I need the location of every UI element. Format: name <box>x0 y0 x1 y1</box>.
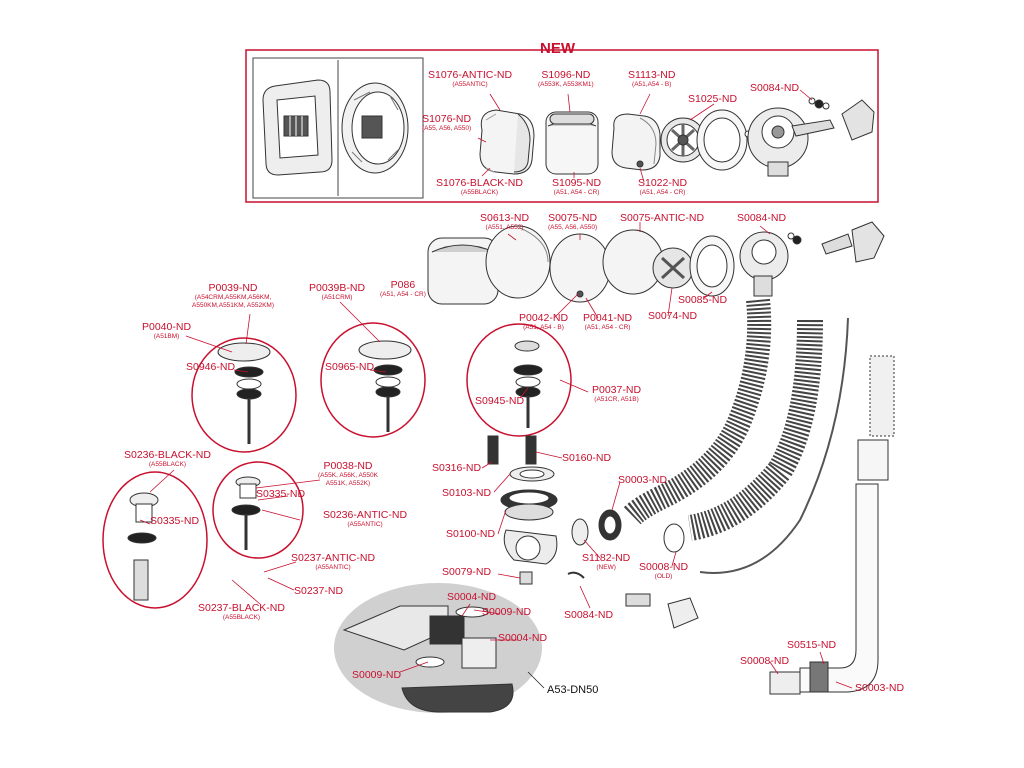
label-s1025: S1025-ND <box>688 93 738 105</box>
label-s0236-antic: S0236-ANTIC-ND(A55ANTIC) <box>323 509 408 529</box>
label-p086: P086(A51, A54 - CR) <box>380 279 426 299</box>
inset-gear-left <box>283 115 309 137</box>
label-s0084-row2: S0084-ND <box>737 212 787 224</box>
overflow-head-row2 <box>739 231 789 297</box>
label-s1076-antic: S1076-ANTIC-ND(A55ANTIC) <box>428 69 513 89</box>
bowden-clip-new <box>841 99 875 141</box>
label-s0160: S0160-ND <box>562 452 612 464</box>
label-s0085: S0085-ND <box>678 294 728 306</box>
label-s0946: S0946-ND <box>186 361 236 373</box>
label-s0084-low: S0084-ND <box>564 609 614 621</box>
new-badge: NEW <box>540 40 575 57</box>
label-p0041: P0041-ND(A51, A54 - CR) <box>583 312 633 332</box>
label-s0009-b: S0009-ND <box>352 669 402 681</box>
label-s1096: S1096-ND(A553K, A553KM1) <box>538 69 594 89</box>
label-p0039: P0039-ND(A54CRM,A55KM,A56KM,A550KM,A551K… <box>192 282 275 310</box>
label-p0037: P0037-ND(A51CR, A51B) <box>592 384 642 404</box>
label-s0103: S0103-ND <box>442 487 492 499</box>
flex-hose-long <box>687 319 823 541</box>
ring-s1182 <box>571 518 589 546</box>
ring-s0100 <box>500 489 558 521</box>
part-s0079 <box>519 571 533 585</box>
inset-frame <box>252 57 424 199</box>
screws-s0316-s0160 <box>487 435 537 465</box>
waste-pipe <box>769 355 895 695</box>
plug-p0037 <box>513 340 543 428</box>
label-s1076: S1076-ND(A55, A56, A550) <box>422 113 472 133</box>
label-s0075: S0075-ND(A55, A56, A550) <box>548 212 598 232</box>
plug-p0039b <box>358 340 412 432</box>
nut-s0003 <box>598 509 622 541</box>
flange-s0103 <box>509 466 555 482</box>
ring-s0008 <box>663 523 685 553</box>
circle-p0039b <box>320 322 426 438</box>
ring-gasket <box>696 109 748 171</box>
circle-p0037 <box>466 323 572 437</box>
label-s0613: S0613-ND(A551, A552) <box>480 212 530 232</box>
label-s0335-a: S0335-ND <box>256 488 306 500</box>
plug-p0038 <box>231 476 261 550</box>
label-s0237-black: S0237-BLACK-ND(A55BLACK) <box>198 602 285 622</box>
knob-s1113 <box>611 113 661 171</box>
label-s0008: S0008-ND <box>740 655 790 667</box>
label-s0008-old: S0008-ND(OLD) <box>639 561 689 581</box>
label-s0965: S0965-ND <box>325 361 375 373</box>
clip-s0084-low <box>567 571 585 579</box>
label-s0009-a: S0009-ND <box>482 606 532 618</box>
plug-p0039 <box>217 342 271 444</box>
siphon-a53 <box>342 605 514 713</box>
circle-p0038 <box>212 461 304 559</box>
flex-hose-overflow <box>623 298 772 525</box>
knob-s0075 <box>549 233 611 303</box>
label-p0039b: P0039B-ND(A51CRM) <box>309 282 366 302</box>
label-s0079: S0079-ND <box>442 566 492 578</box>
label-s0515: S0515-ND <box>787 639 837 651</box>
trap-body <box>503 529 558 565</box>
gasket-s0085 <box>689 235 735 297</box>
label-s0003-b: S0003-ND <box>855 682 905 694</box>
label-s0335-b: S0335-ND <box>150 515 200 527</box>
label-s0003-a: S0003-ND <box>618 474 668 486</box>
label-p0040: P0040-ND(A51BM) <box>142 321 192 341</box>
label-s0237-antic: S0237-ANTIC-ND(A55ANTIC) <box>291 552 376 572</box>
label-s0100: S0100-ND <box>446 528 496 540</box>
overflow-head-new <box>747 107 835 177</box>
label-p0042: P0042-ND(A51, A54 - B) <box>519 312 569 332</box>
circle-p0039 <box>191 337 297 453</box>
label-a53-dn50: A53-DN50 <box>547 684 599 696</box>
knob-s1096 <box>545 111 599 175</box>
bowden-clip-row2 <box>821 221 885 263</box>
bowden-cable <box>699 317 849 574</box>
label-s0004-b: S0004-ND <box>498 632 548 644</box>
label-s0074: S0074-ND <box>648 310 698 322</box>
knob-s0613 <box>485 225 551 299</box>
label-s0236-black: S0236-BLACK-ND(A55BLACK) <box>124 449 211 469</box>
label-s0084-new: S0084-ND <box>750 82 800 94</box>
gear-s0074 <box>652 247 694 289</box>
valve-parts <box>625 593 699 629</box>
label-s0004-a: S0004-ND <box>447 591 497 603</box>
label-s1095: S1095-ND(A51, A54 - CR) <box>552 177 602 197</box>
label-s0945: S0945-ND <box>475 395 525 407</box>
label-s0316: S0316-ND <box>432 462 482 474</box>
label-s0237: S0237-ND <box>294 585 344 597</box>
label-s1076-black: S1076-BLACK-ND(A55BLACK) <box>436 177 523 197</box>
circle-s0236-black <box>102 471 208 609</box>
plug-s0236-black <box>127 492 159 601</box>
label-s1022: S1022-ND(A51, A54 - CR) <box>638 177 688 197</box>
label-s0075-antic: S0075-ANTIC-ND <box>620 212 705 224</box>
label-s1113: S1113-ND(A51,A54 - B) <box>628 69 676 89</box>
label-s1182: S1182-ND(NEW) <box>582 552 631 572</box>
new-parts-frame <box>245 49 879 203</box>
knob-s1076 <box>479 109 535 175</box>
gear-s1025 <box>660 117 706 163</box>
